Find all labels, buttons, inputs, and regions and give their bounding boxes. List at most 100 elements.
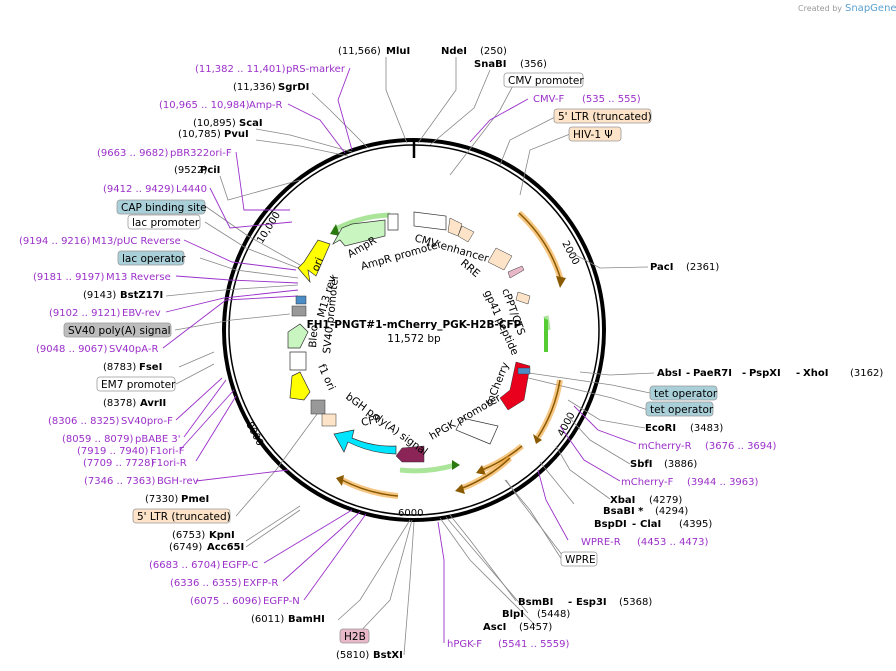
dash-2: - (742, 368, 746, 379)
orange-orf-arc-5 (340, 477, 399, 499)
primer-labels: (11,382 .. 11,401) pRS-marker (10,965 ..… (19, 64, 777, 650)
ppos-sv40pa-r: (9048 .. 9067) (36, 344, 108, 355)
pos-bamhi: (6011) (251, 614, 284, 625)
site-snabi: SnaBI (474, 59, 506, 70)
orange-orf-arc-2-core (537, 379, 561, 438)
site-ndei: NdeI (441, 46, 467, 57)
primer-egfp-c: EGFP-C (222, 560, 258, 571)
green-orf-3-head (330, 224, 340, 236)
ppos-ebv-rev: (9102 .. 9121) (49, 308, 121, 319)
primer-l4440: L4440 (176, 184, 207, 195)
ori-arrow (297, 239, 331, 284)
cmv-enhancer-box (413, 211, 447, 231)
site-clai: ClaI (640, 519, 661, 530)
orange-orf-arrowhead-1 (556, 276, 566, 288)
gp41-feature (507, 265, 525, 279)
hpgk-promoter-box (455, 417, 499, 445)
primer-lines (162, 67, 637, 643)
pos-scai: (10,895) (193, 118, 236, 129)
site-blpi: BlpI (502, 609, 524, 620)
primer-amp-r: Amp-R (249, 100, 283, 111)
h2b-arrow (395, 445, 425, 463)
green-orf-2 (399, 462, 456, 474)
boxed-labels: CMV promoter 5' LTR (truncated) HIV-1 Ψ … (63, 72, 718, 644)
box-cap-binding-site: CAP binding site (121, 202, 207, 214)
lac-operator-mark (295, 295, 307, 305)
pos-sgrdi: (11,336) (233, 82, 276, 93)
pos-xhoi: (3162) (850, 368, 883, 379)
green-orf-1-body (544, 318, 548, 352)
primer-pbr322ori-f: pBR322ori-F (170, 148, 232, 159)
orange-orf-arc-4 (458, 455, 513, 492)
ppos-pbabe3: (8059 .. 8079) (62, 434, 134, 445)
site-mlui: MluI (386, 46, 410, 57)
ampr-arrow (332, 219, 386, 247)
site-bspdi: BspDI (594, 519, 627, 530)
orange-orf-arc-1-core (518, 212, 562, 281)
site-paci: PacI (650, 262, 673, 273)
primer-exfp-r: EXFP-R (243, 578, 278, 589)
pos-bsabi: (4294) (655, 506, 688, 517)
primer-pbabe3: pBABE 3' (135, 434, 181, 445)
plasmid-length: 11,572 bp (387, 333, 441, 345)
enzyme-labels: (11,566) MluI NdeI (250) SnaBI (356) (11… (83, 46, 883, 661)
pos-bstz17i: (9143) (83, 290, 116, 301)
pos-clai: (4395) (679, 519, 712, 530)
polya-mark (291, 305, 307, 317)
ppos-l4440: (9412 .. 9429) (103, 184, 175, 195)
label-cfp: CFP (360, 413, 382, 429)
feature-arrows (287, 210, 566, 499)
pos-avrii: (8378) (103, 398, 136, 409)
primer-cmv-f: CMV-F (533, 94, 564, 105)
pos-pmei: (7330) (145, 494, 178, 505)
bgh-polya-mark (310, 399, 326, 415)
dash-4: - (632, 519, 636, 530)
label-lifelines (165, 57, 655, 656)
site-paer7i: PaeR7I (693, 368, 732, 379)
pos-snabi: (356) (520, 59, 547, 70)
site-xbai: XbaI (610, 495, 635, 506)
label-ori: ori (310, 256, 326, 273)
tick-6000: 6000 (398, 508, 423, 519)
ltr-mark (321, 413, 337, 427)
pos-ecori: (3483) (690, 423, 723, 434)
primer-m13rev: M13 Reverse (106, 272, 171, 283)
site-xhoi: XhoI (803, 368, 828, 379)
pos-esp3i: (5368) (619, 597, 652, 608)
orange-orf-arc-5-core (341, 479, 399, 497)
site-kpni: KpnI (209, 530, 235, 541)
site-scai: ScaI (239, 118, 263, 129)
ppos-hpgk-f: (5541 .. 5559) (498, 639, 570, 650)
primer-mcherry-f: mCherry-F (621, 477, 674, 488)
site-avrii: AvrII (140, 398, 166, 409)
ppos-exfp-r: (6336 .. 6355) (170, 578, 242, 589)
site-fsei: FseI (139, 362, 162, 373)
primer-m13puc: M13/pUC Reverse (92, 236, 181, 247)
box-em7-promoter: EM7 promoter (101, 379, 176, 391)
pos-kpni: (6753) (172, 530, 205, 541)
box-lac-operator: lac operator (122, 253, 186, 265)
watermark-created-by: Created by (798, 4, 842, 13)
ppos-f1ori-f: (7919 .. 7940) (77, 446, 149, 457)
orange-orf-arc-2 (535, 379, 563, 439)
rre-feature (487, 247, 513, 271)
site-pvui: PvuI (224, 129, 249, 140)
primer-f1ori-r: F1ori-R (151, 458, 187, 469)
orange-orf-arrowhead-4 (455, 484, 465, 494)
watermark-brand: SnapGene (845, 3, 896, 14)
ampr-promoter (387, 213, 399, 231)
box-sv40-polya: SV40 poly(A) signal (68, 325, 171, 337)
site-pcii: PciI (200, 165, 220, 176)
primer-ebv-rev: EBV-rev (122, 308, 161, 319)
cfp-arrow (333, 429, 397, 455)
pos-blpi: (5448) (537, 609, 570, 620)
site-acc65i: Acc65I (207, 542, 244, 553)
primer-mcherry-r: mCherry-R (638, 441, 692, 452)
box-tet-operator-1: tet operator (654, 388, 718, 400)
primer-sv40pro-f: SV40pro-F (121, 416, 173, 427)
ppos-amp-r: (10,965 .. 10,984) (159, 100, 250, 111)
pos-paci: (2361) (686, 262, 719, 273)
site-bamhi: BamHI (288, 614, 325, 625)
label-bleo: Bleo (307, 324, 321, 348)
